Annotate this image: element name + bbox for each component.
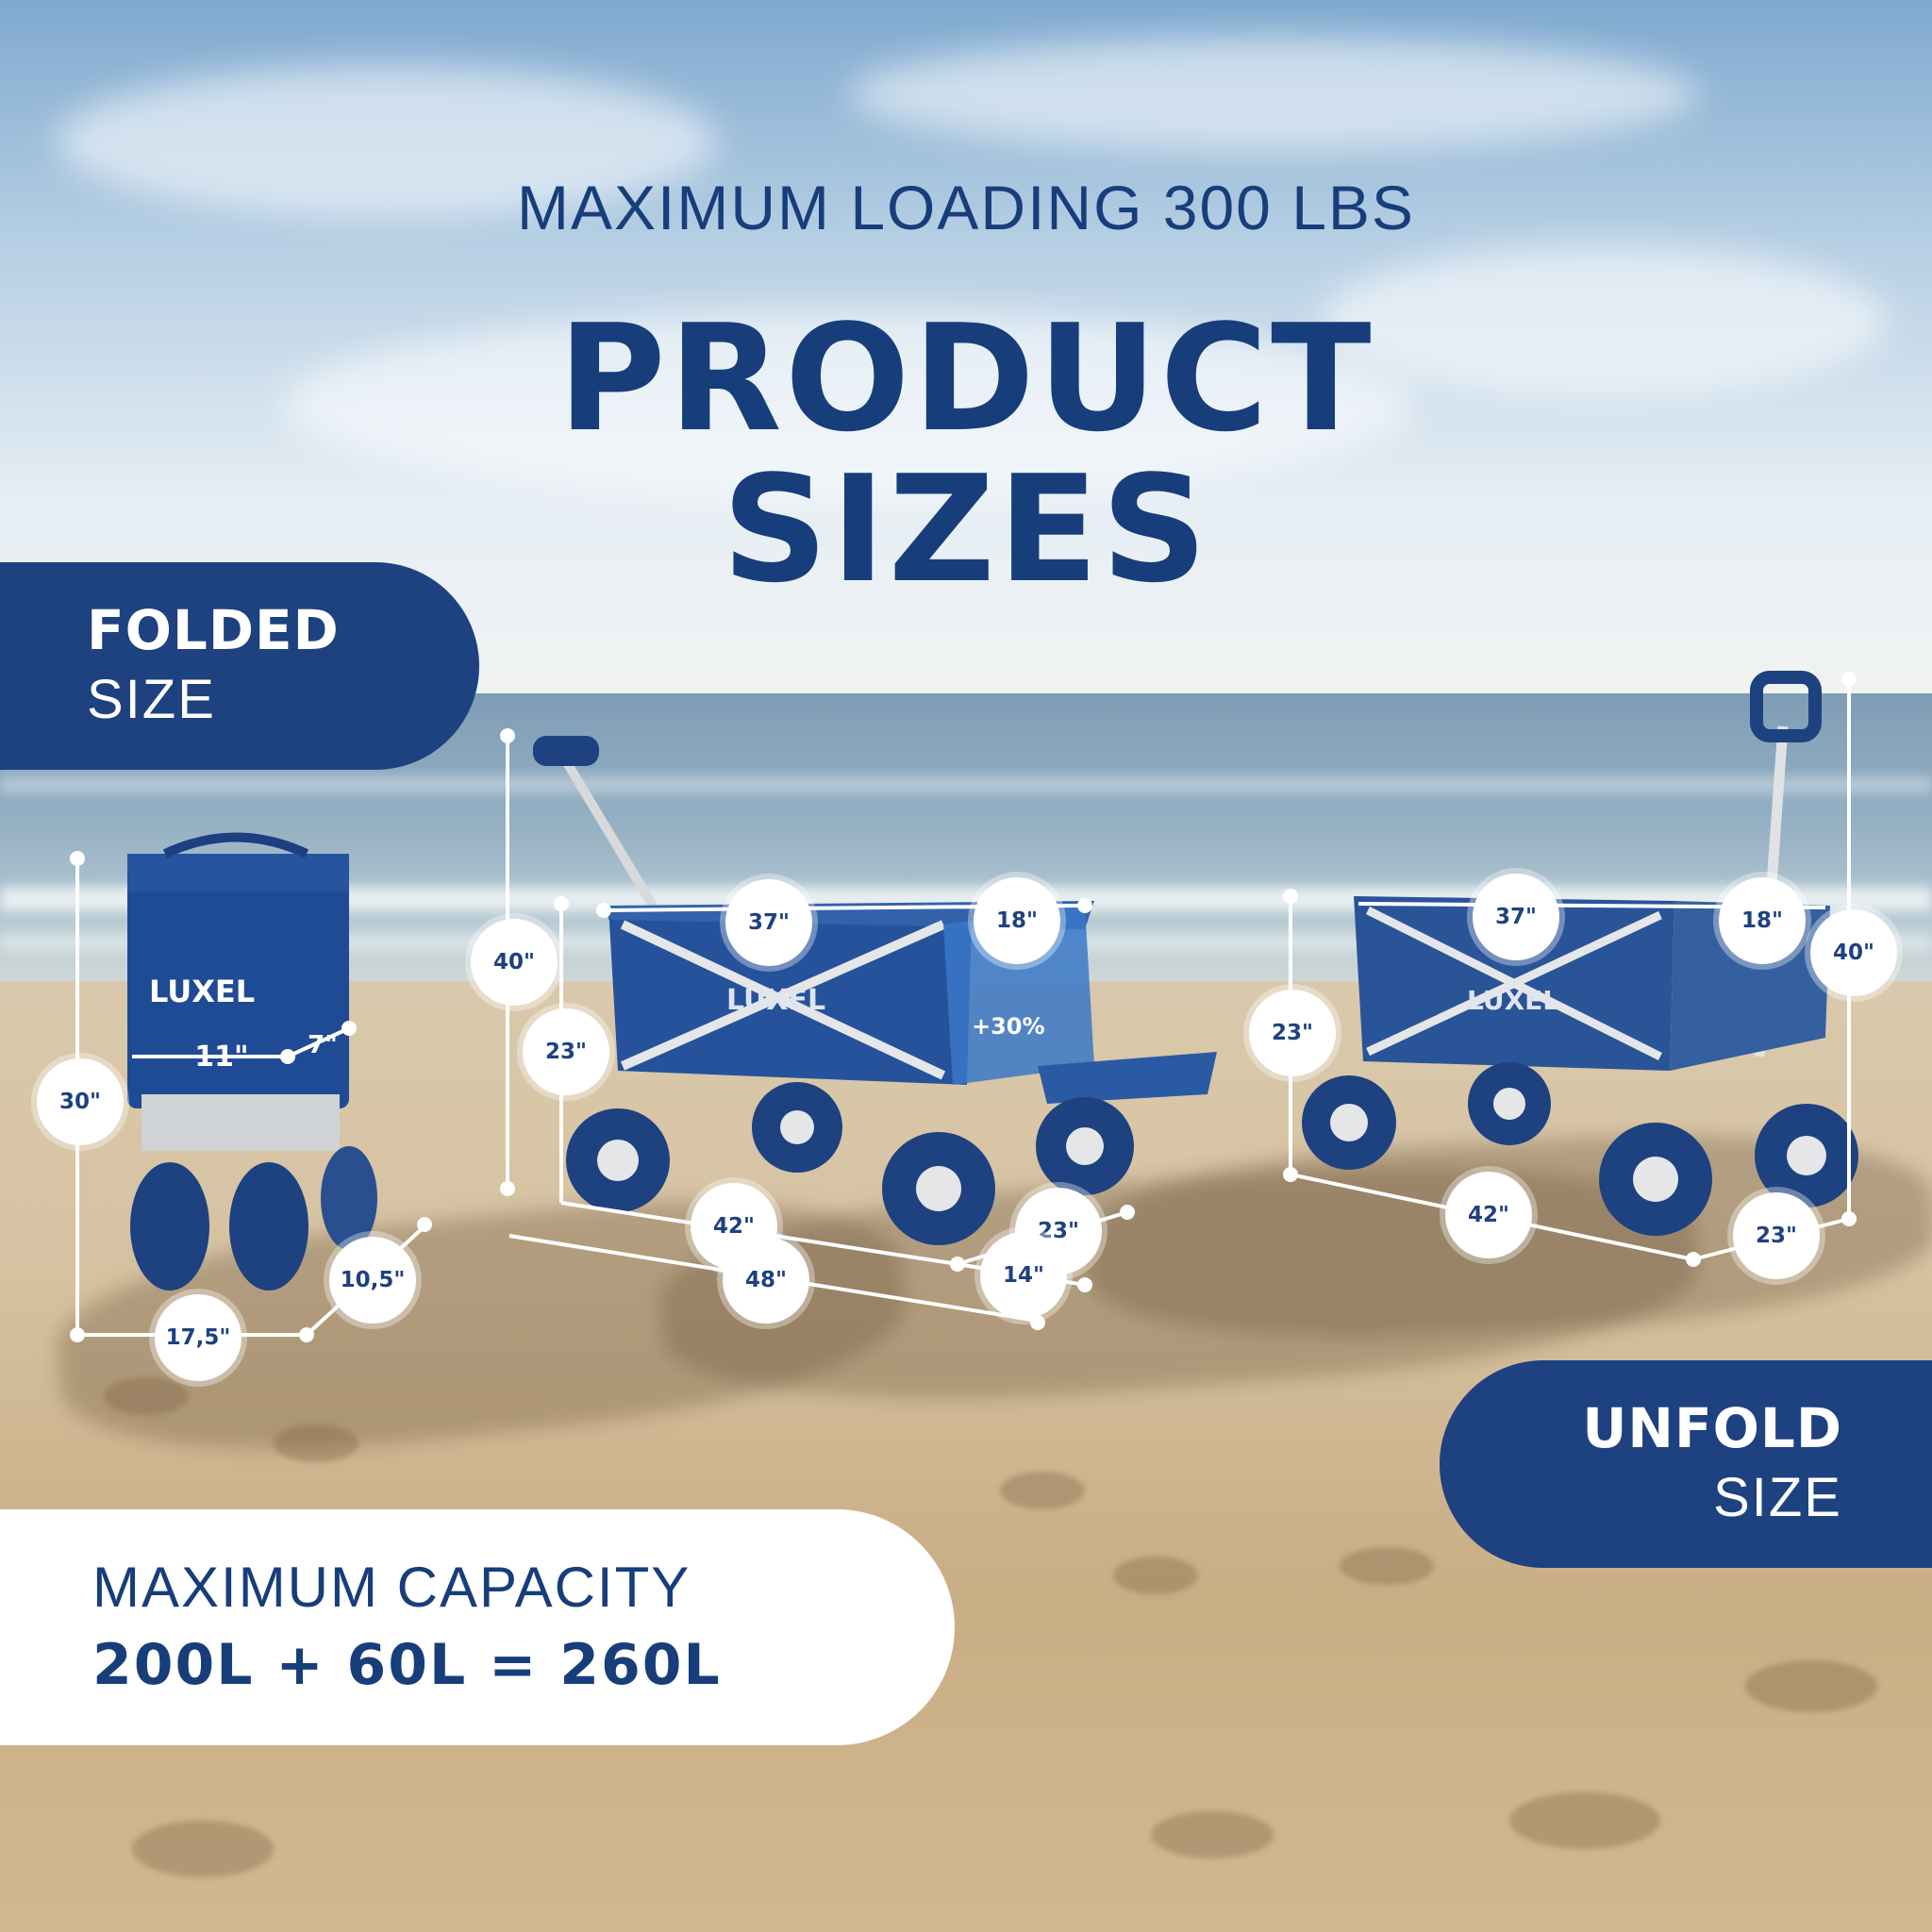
extended-top-width-label: 18": [974, 877, 1060, 964]
dimension-dot: [1283, 1167, 1298, 1182]
folded-size-badge: FOLDED SIZE: [0, 562, 479, 770]
capacity-heading: MAXIMUM CAPACITY: [92, 1556, 691, 1619]
extended-total-length-label: 48": [723, 1237, 809, 1324]
folded-wagon: LUXEL: [127, 832, 377, 1291]
dimension-dot: [1030, 1315, 1045, 1330]
dimension-dot: [1120, 1205, 1135, 1220]
dimension-dot: [1283, 889, 1298, 904]
dimension-dot: [1077, 1277, 1092, 1292]
unfolded-top-width-label: 18": [1719, 877, 1806, 964]
unfolded-top-length-label: 37": [1473, 874, 1559, 960]
sky: [0, 0, 1932, 698]
unfolded-length-label: 42": [1445, 1172, 1532, 1258]
dimension-dot: [1841, 1211, 1857, 1226]
dimension-dot: [341, 1021, 357, 1036]
dimension-dot: [1077, 898, 1092, 913]
dimension-dot: [417, 1217, 432, 1232]
unfolded-tub-height-label: 23": [1249, 990, 1336, 1076]
extended-top-length-label: 37": [725, 879, 812, 966]
extension-label: +30%: [972, 1013, 1045, 1040]
dimension-dot: [70, 851, 85, 866]
dimension-dot: [950, 1257, 965, 1272]
dimension-dot: [500, 728, 515, 743]
extended-handle-height-label: 40": [471, 919, 558, 1006]
unfold-size-badge: UNFOLD SIZE: [1440, 1360, 1932, 1568]
dimension-dot: [299, 1327, 314, 1342]
dimension-dot: [596, 903, 611, 918]
unfold-badge-bold: UNFOLD: [1582, 1396, 1842, 1460]
folded-badge-thin: SIZE: [87, 669, 216, 730]
extended-brand-logo: LUXEL: [726, 984, 825, 1017]
unfolded-width-label: 23": [1733, 1192, 1820, 1279]
capacity-panel: MAXIMUM CAPACITY 200L + 60L = 260L: [0, 1509, 955, 1745]
dimension-dot: [70, 1327, 85, 1342]
folded-badge-bold: FOLDED: [87, 598, 340, 662]
extended-extension-label: 14": [980, 1232, 1067, 1319]
folded-height-label: 30": [37, 1058, 124, 1145]
dimension-dot: [1841, 672, 1857, 687]
unfolded-handle-height-label: 40": [1810, 909, 1897, 996]
dimension-dot: [1686, 1252, 1701, 1267]
extended-tub-height-label: 23": [523, 1008, 609, 1095]
max-loading-heading: MAXIMUM LOADING 300 LBS: [517, 173, 1415, 242]
dimension-dot: [554, 896, 569, 911]
capacity-formula: 200L + 60L = 260L: [92, 1632, 722, 1698]
folded-base-width-label: 17,5": [155, 1294, 242, 1381]
dimension-dot: [500, 1181, 515, 1196]
folded-width-label: 11": [194, 1040, 249, 1074]
folded-depth-label: 7": [308, 1031, 338, 1059]
unfolded-brand-logo: LUXEL: [1467, 985, 1559, 1016]
extended-wagon: LUXEL +30%: [533, 736, 1217, 1245]
folded-base-depth-label: 10,5": [329, 1237, 416, 1324]
page-title-line2: SIZES: [722, 443, 1210, 615]
folded-brand-logo: LUXEL: [149, 974, 255, 1009]
page-title-line1: PRODUCT: [558, 292, 1374, 464]
unfold-badge-thin: SIZE: [1713, 1467, 1842, 1528]
dimension-dot: [280, 1049, 295, 1064]
